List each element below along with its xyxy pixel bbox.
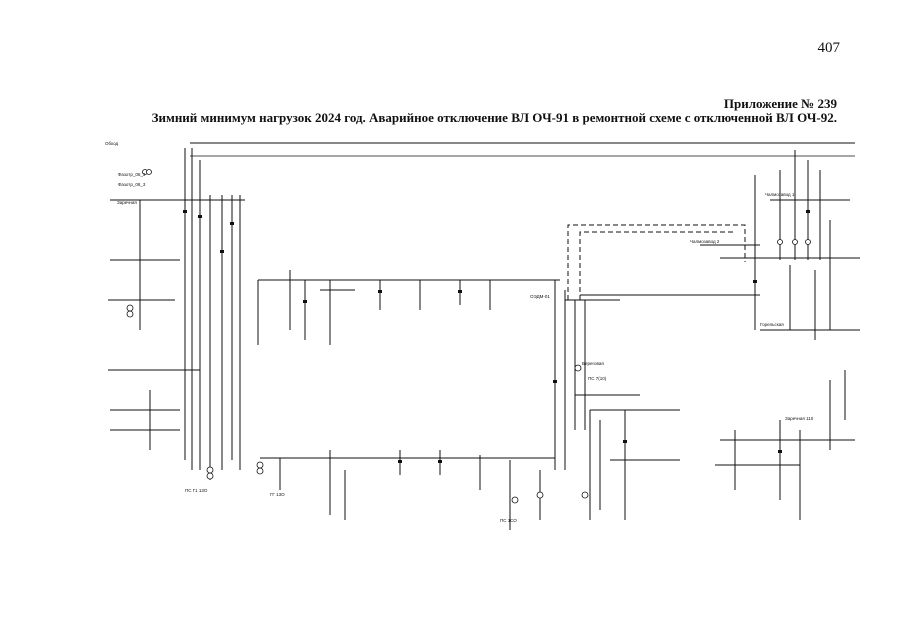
generator-icon	[536, 491, 544, 499]
node-label: Чалмозавод 2	[690, 239, 720, 244]
page-title: Зимний минимум нагрузок 2024 год. Аварий…	[151, 110, 837, 125]
page-number: 407	[817, 40, 841, 56]
generator-icon	[206, 466, 214, 474]
node-label: ГГ 13О	[270, 492, 285, 497]
node-label: ПС 1СО	[500, 518, 517, 523]
appendix-heading: Приложение № 239	[723, 96, 837, 111]
node-label: Береговая	[582, 361, 604, 366]
node-label: Обход	[105, 141, 119, 146]
node-label: ОЭДМ-01	[530, 294, 550, 299]
node-label: Заречная 110	[785, 416, 814, 421]
generator-icon	[256, 461, 264, 469]
node-label: ПС Г1 13О	[185, 488, 208, 493]
disconnected-line-dashed	[567, 224, 746, 300]
node-label: Горельская	[760, 322, 784, 327]
node-label: Заречная	[117, 200, 137, 205]
node-label: ПС 7(10)	[588, 376, 607, 381]
node-label: Чалмозавод 1	[765, 192, 795, 197]
node-label: Фазотр_06_3	[118, 172, 146, 177]
node-label: Фазотр_08_3	[118, 182, 146, 187]
